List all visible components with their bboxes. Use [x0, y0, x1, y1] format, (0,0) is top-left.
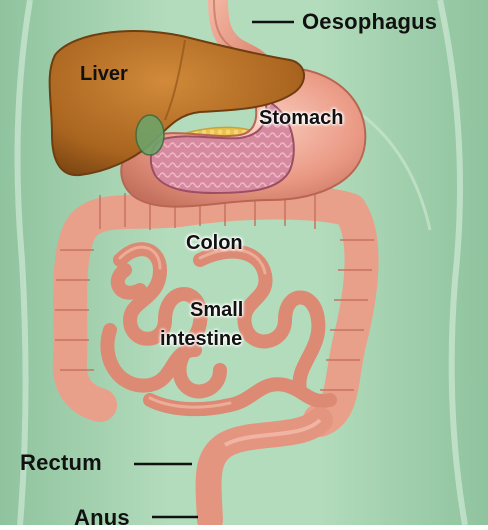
oesophagus-label: Oesophagus — [302, 11, 437, 33]
liver-label: Liver — [80, 64, 128, 84]
colon-label: Colon — [186, 233, 243, 253]
gallbladder-shape — [136, 115, 164, 155]
small-intestine-label-line1: Small — [190, 300, 243, 320]
small-intestine-label-line2: intestine — [160, 329, 242, 349]
anus-label: Anus — [74, 507, 130, 529]
rectum-label: Rectum — [20, 452, 102, 474]
stomach-label: Stomach — [259, 108, 343, 128]
